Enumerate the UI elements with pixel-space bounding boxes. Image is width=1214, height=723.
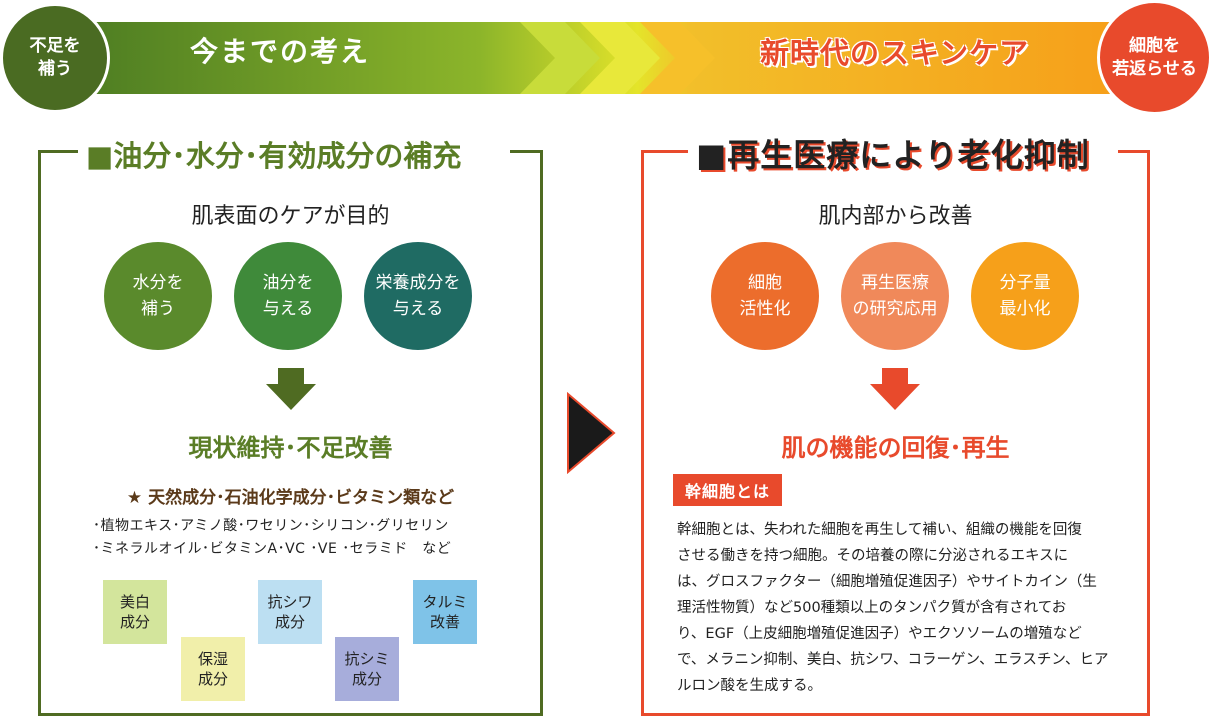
circle-nutrient-line-2: 与える: [392, 299, 444, 319]
left-panel-top-line-b: [510, 150, 543, 153]
circle-water-line-1: 水分を: [132, 273, 184, 293]
badge-left-line-2: 補う: [38, 59, 72, 79]
circle-oil-line-1: 油分を: [262, 273, 314, 293]
circle-molecular-minimization-line-1: 分子量: [999, 273, 1051, 293]
tag-whitening-line-1: 美白: [119, 593, 150, 611]
stem-cell-label: 幹細胞とは: [673, 474, 783, 506]
badge-left-line-1: 不足を: [29, 36, 81, 56]
stem-cell-line-1: 幹細胞とは、失われた細胞を再生して補い、組織の機能を回復: [677, 522, 1082, 538]
left-panel-heading: ■油分･水分･有効成分の補充: [78, 133, 470, 175]
right-down-arrow-icon: [870, 368, 920, 410]
banner-chevron-3: [640, 22, 715, 94]
tag-moisturizing: 保湿 成分: [181, 637, 245, 701]
right-panel-frame: [641, 150, 1150, 716]
left-panel-frame: [38, 150, 543, 716]
circle-nutrient: 栄養成分を 与える: [364, 242, 472, 350]
left-panel-subhead: 肌表面のケアが目的: [191, 204, 390, 229]
circle-cell-activation: 細胞 活性化: [711, 242, 819, 350]
circle-regenerative-medicine: 再生医療 の研究応用: [841, 242, 949, 350]
left-down-arrow-icon: [266, 368, 316, 410]
circle-water: 水分を 補う: [104, 242, 212, 350]
badge-right-line-1: 細胞を: [1129, 35, 1180, 56]
circle-oil: 油分を 与える: [234, 242, 342, 350]
tag-anti-wrinkle: 抗シワ 成分: [258, 580, 322, 644]
circle-nutrient-line-1: 栄養成分を: [375, 273, 461, 293]
ingredient-category-line: ★ 天然成分･石油化学成分･ビタミン類など: [126, 488, 455, 508]
circle-regenerative-medicine-line-2: の研究応用: [852, 299, 938, 319]
left-result: 現状維持･不足改善: [188, 434, 393, 462]
stem-cell-line-6: で、メラニン抑制、美白、抗シワ、コラーゲン、エラスチン、ヒア: [677, 652, 1109, 668]
badge-right: 細胞を 若返らせる: [1097, 0, 1212, 115]
tag-anti-wrinkle-line-1: 抗シワ: [267, 593, 313, 611]
tag-whitening-line-2: 成分: [119, 613, 150, 631]
ingredient-list-line-1: ･植物エキス･アミノ酸･ワセリン･シリコン･グリセリン: [93, 518, 449, 534]
right-panel-subhead: 肌内部から改善: [818, 204, 973, 229]
tag-moisturizing-line-2: 成分: [197, 670, 228, 688]
tag-anti-spot-line-2: 成分: [351, 670, 382, 688]
stem-cell-line-5: り、EGF（上皮細胞増殖促進因子）やエクソソームの増殖など: [677, 626, 1082, 642]
circle-water-line-2: 補う: [141, 299, 175, 319]
right-panel-top-line-b: [1118, 150, 1150, 153]
tag-moisturizing-line-1: 保湿: [197, 650, 228, 668]
tag-sagging: タルミ 改善: [413, 580, 477, 644]
tag-whitening: 美白 成分: [103, 580, 167, 644]
circle-oil-line-2: 与える: [262, 299, 314, 319]
badge-left: 不足を 補う: [0, 3, 110, 113]
stem-cell-line-4: 理活性物質）など500種類以上のタンパク質が含有されてお: [677, 600, 1067, 616]
stem-cell-line-2: させる働きを持つ細胞。その培養の際に分泌されるエキスに: [677, 548, 1069, 564]
circle-molecular-minimization: 分子量 最小化: [971, 242, 1079, 350]
banner-arrow-graphic: [60, 22, 1110, 94]
right-panel-heading: ■再生医療により老化抑制: [688, 130, 1098, 176]
ingredient-list-line-2: ･ミネラルオイル･ビタミンA･VC ･VE ･セラミド など: [93, 541, 452, 557]
circle-molecular-minimization-line-2: 最小化: [999, 299, 1051, 319]
stem-cell-line-3: は、グロスファクター（細胞増殖促進因子）やサイトカイン（生: [677, 574, 1097, 590]
tag-anti-wrinkle-line-2: 成分: [274, 613, 305, 631]
right-panel-top-line-a: [641, 150, 688, 153]
tag-anti-spot: 抗シミ 成分: [335, 637, 399, 701]
tag-anti-spot-line-1: 抗シミ: [344, 650, 390, 668]
stem-cell-line-7: ルロン酸を生成する。: [677, 678, 822, 694]
circle-cell-activation-line-1: 細胞: [748, 273, 782, 293]
tag-sagging-line-2: 改善: [429, 613, 460, 631]
tag-sagging-line-1: タルミ: [422, 593, 468, 611]
banner-title-left: 今までの考え: [190, 35, 371, 68]
badge-right-line-2: 若返らせる: [1112, 58, 1197, 79]
banner-title-right: 新時代のスキンケア: [760, 36, 1030, 70]
banner-chevron-1: [520, 22, 600, 94]
stem-cell-description: 幹細胞とは、失われた細胞を再生して補い、組織の機能を回復 させる働きを持つ細胞。…: [677, 517, 1132, 699]
circle-cell-activation-line-2: 活性化: [739, 299, 791, 319]
circle-regenerative-medicine-line-1: 再生医療: [861, 273, 929, 293]
right-result: 肌の機能の回復･再生: [781, 434, 1010, 462]
banner-chevron-2: [580, 22, 660, 94]
top-banner: 不足を 補う 今までの考え 新時代のスキンケア 細胞を 若返らせる: [0, 0, 1214, 118]
center-right-arrow-icon: [567, 392, 616, 474]
left-panel-top-line-a: [38, 150, 78, 153]
